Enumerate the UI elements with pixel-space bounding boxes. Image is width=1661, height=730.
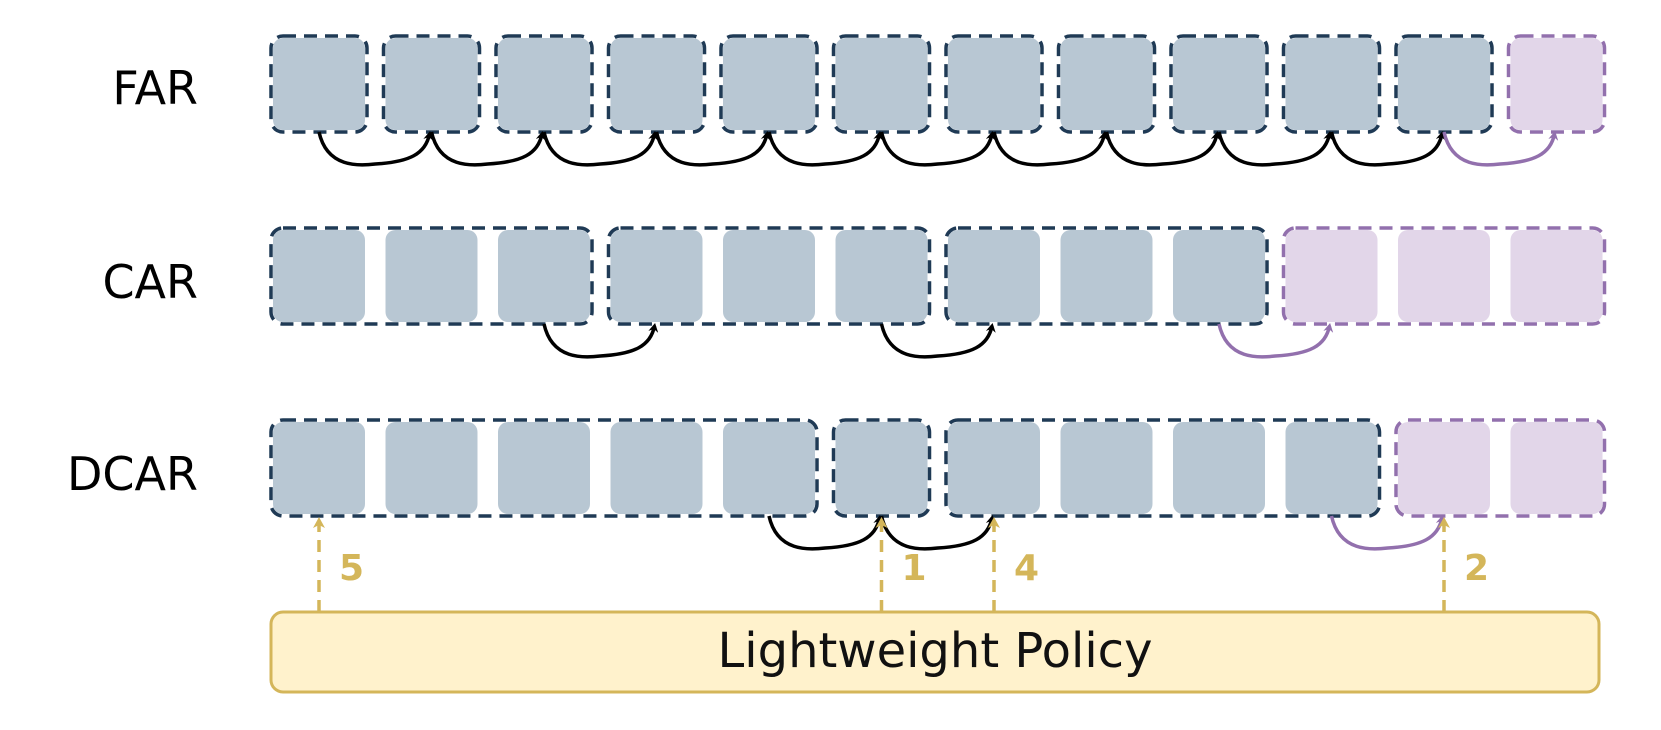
token-far-2: [498, 38, 590, 130]
arrow-far-5: [879, 131, 996, 167]
token-car-10: [1398, 230, 1490, 322]
token-car-9: [1285, 230, 1378, 322]
token-car-2: [498, 230, 590, 322]
arrow-car-2: [1217, 323, 1334, 359]
policy-label: Lightweight Policy: [718, 623, 1153, 679]
arrow-far-1: [429, 131, 546, 167]
group-car-2: [944, 226, 1269, 326]
token-dcar-6: [948, 422, 1040, 514]
token-car-7: [1060, 230, 1153, 322]
token-far-11: [1510, 38, 1603, 130]
token-dcar-5: [835, 422, 928, 514]
token-far-4: [723, 38, 815, 130]
arrow-far-8: [1217, 131, 1334, 167]
token-dcar-4: [723, 422, 815, 514]
token-dcar-7: [1060, 422, 1153, 514]
group-dcar-0: [269, 418, 819, 518]
arrow-far-7: [1104, 131, 1221, 167]
token-far-7: [1060, 38, 1153, 130]
token-dcar-3: [610, 422, 703, 514]
arrow-car-1: [879, 323, 996, 359]
policy-pointers: 5 1 4 2: [313, 517, 1489, 612]
arrow-far-6: [992, 131, 1109, 167]
token-far-9: [1285, 38, 1378, 130]
row-label-car: CAR: [102, 255, 198, 309]
group-dcar-3: [1394, 418, 1607, 518]
token-car-6: [948, 230, 1040, 322]
token-dcar-11: [1510, 422, 1603, 514]
token-car-5: [835, 230, 928, 322]
row-label-far: FAR: [112, 61, 198, 115]
arrow-far-2: [542, 131, 659, 167]
arrow-far-3: [654, 131, 771, 167]
policy-step-label-2: 4: [1014, 548, 1039, 589]
token-far-0: [273, 38, 365, 130]
token-car-0: [273, 230, 365, 322]
arrow-dcar-0: [767, 515, 884, 551]
token-car-11: [1510, 230, 1603, 322]
token-far-6: [948, 38, 1040, 130]
arrow-car-0: [542, 323, 659, 359]
token-far-5: [835, 38, 928, 130]
token-dcar-1: [385, 422, 478, 514]
token-far-8: [1173, 38, 1265, 130]
arrow-dcar-1: [879, 515, 996, 551]
token-cells: [273, 38, 1603, 514]
group-car-1: [606, 226, 932, 326]
group-dcar-2: [944, 418, 1382, 518]
token-dcar-10: [1398, 422, 1490, 514]
arrow-far-4: [767, 131, 884, 167]
arrow-far-9: [1329, 131, 1446, 167]
arrow-dcar-2: [1329, 515, 1446, 551]
token-car-1: [385, 230, 478, 322]
token-car-3: [610, 230, 703, 322]
token-dcar-0: [273, 422, 365, 514]
group-car-3: [1281, 226, 1607, 326]
arrow-far-10: [1442, 131, 1559, 167]
token-far-1: [385, 38, 478, 130]
token-far-3: [610, 38, 703, 130]
arrow-far-0: [317, 131, 434, 167]
policy-step-label-3: 2: [1464, 548, 1489, 589]
policy-box: [269, 610, 1601, 694]
policy-step-label-0: 5: [339, 548, 364, 589]
policy-step-label-1: 1: [902, 548, 927, 589]
token-dcar-2: [498, 422, 590, 514]
token-dcar-8: [1173, 422, 1265, 514]
token-car-8: [1173, 230, 1265, 322]
token-car-4: [723, 230, 815, 322]
row-label-dcar: DCAR: [67, 447, 198, 501]
token-far-10: [1398, 38, 1490, 130]
dependency-arrows: [317, 131, 1559, 551]
group-car-0: [269, 226, 594, 326]
token-dcar-9: [1285, 422, 1378, 514]
